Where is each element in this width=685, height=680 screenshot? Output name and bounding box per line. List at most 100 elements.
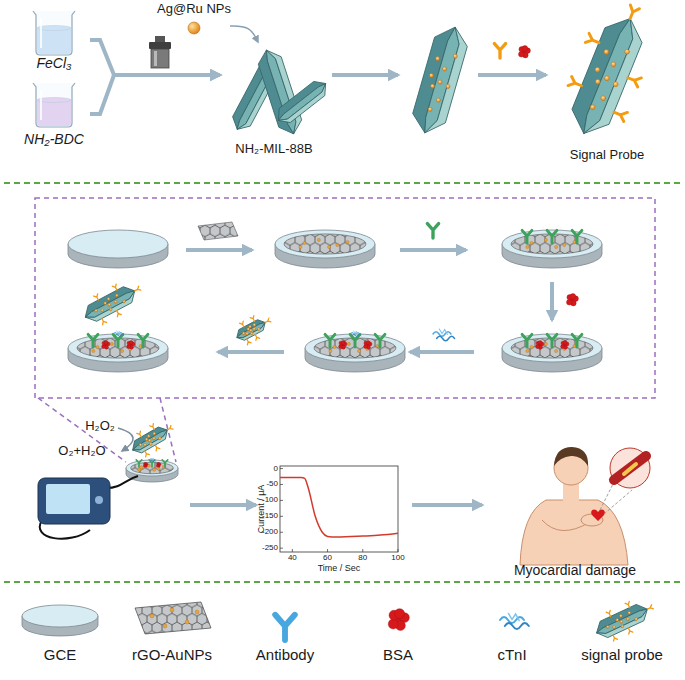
antibody-icon [162, 460, 168, 467]
workstation-button [95, 496, 103, 504]
axis-tick [280, 484, 283, 485]
mof-crystal [78, 275, 146, 330]
node-shape [18, 80, 90, 130]
tick-label: 0 [274, 464, 278, 473]
bsa-blob [538, 341, 542, 345]
electrode-surface [502, 230, 602, 258]
bsa-blob [519, 51, 525, 57]
nanoparticle [620, 625, 624, 629]
bsa-blob [341, 341, 345, 345]
reagent-beaker: NH₂-BDC [18, 80, 90, 148]
antibody-icon [153, 444, 159, 451]
mof-crystal [273, 76, 331, 127]
nanoparticle [248, 325, 252, 329]
beaker-glass [33, 11, 75, 55]
product-label: O₂+H₂O [58, 444, 105, 458]
gold-nanoparticle [526, 349, 529, 352]
autoclave-body [151, 49, 169, 68]
gold-nanoparticle [110, 342, 113, 345]
electrode-surface [68, 230, 168, 258]
antibody-icon [137, 431, 143, 438]
nanoparticle [115, 294, 119, 298]
electrode-surface [126, 460, 178, 476]
bsa-blob [129, 341, 133, 345]
tick-label: -200 [262, 528, 278, 537]
antibody-icon [325, 334, 335, 347]
nanoparticle [245, 332, 249, 336]
antibody-shape [137, 431, 143, 438]
bsa-icon [156, 462, 161, 467]
mof-crystal [408, 22, 471, 137]
antibody-shape [625, 601, 631, 608]
gold-nanoparticle [153, 468, 156, 471]
antibody-icon [568, 76, 583, 90]
node-shape [220, 42, 328, 140]
gold-nanoparticle [347, 342, 350, 345]
gold-nanoparticle [121, 349, 124, 352]
antibody-shape [626, 73, 641, 87]
antibody-icon [522, 230, 532, 243]
antibody-icon [427, 224, 438, 238]
legend-entry: cTnI [457, 596, 567, 663]
nanoparticle [100, 309, 104, 313]
legend-entry: rGO-AuNPs [117, 596, 227, 663]
tick-label: -250 [262, 544, 278, 553]
outcome-label: Myocardial damage [514, 563, 636, 578]
ctni-strand [151, 460, 156, 461]
gold-nanoparticle [544, 238, 547, 241]
nanoparticle [603, 49, 609, 55]
nanoparticle [610, 61, 616, 67]
beaker-highlight [40, 18, 42, 48]
ctni-strand [439, 329, 447, 334]
legend-entry: signal probe [567, 596, 677, 663]
nanoparticle [152, 432, 156, 436]
antibody-icon [522, 334, 532, 347]
antibody-shape [253, 334, 259, 341]
gold-nanoparticle [185, 620, 189, 624]
nanoparticle [604, 75, 610, 81]
process-arrow [190, 503, 256, 507]
antibody-shape [572, 230, 582, 243]
antibody-shape [149, 460, 155, 467]
crystal-face [84, 289, 136, 321]
antibody-shape [585, 33, 600, 47]
mof-crystal [126, 417, 178, 461]
antibody-icon [494, 44, 505, 58]
nanoparticle [624, 49, 630, 55]
antibody-shape [626, 5, 640, 20]
reactant-label: H₂O₂ [85, 419, 115, 433]
nanoparticle [619, 614, 623, 618]
gold-nanoparticle [328, 245, 331, 248]
tick-label: 60 [323, 554, 332, 563]
axis-tick [280, 532, 283, 533]
nanoparticle [252, 323, 256, 327]
antibody-icon [264, 318, 271, 324]
patient-hair [554, 447, 588, 466]
gold-nanoparticle [336, 243, 339, 246]
nanoparticle [158, 436, 162, 440]
antibody-icon [606, 610, 612, 617]
antibody-icon [113, 334, 123, 347]
antibody-icon [375, 334, 385, 347]
nanoparticle [619, 620, 623, 624]
callout-line [600, 482, 614, 510]
autoclave-knob [155, 36, 165, 42]
antibody-shape [250, 316, 256, 323]
antibody-icon [646, 605, 653, 611]
antibody-icon [112, 284, 119, 291]
antibody-icon [149, 460, 155, 467]
axis-tick [280, 516, 283, 517]
antibody-shape [136, 460, 142, 467]
antibody-icon [240, 321, 246, 328]
antibody-shape [350, 334, 360, 347]
antibody-icon [585, 33, 600, 47]
ctni-strand [150, 459, 155, 460]
nanoparticle [453, 54, 458, 59]
nanoparticle [627, 611, 631, 615]
antibody-shape [240, 321, 246, 328]
reagent-beaker: FeCl₃ [18, 8, 90, 72]
nanoparticle [436, 98, 441, 103]
nanoparticle [435, 56, 440, 61]
beaker-highlight [40, 90, 42, 120]
nanoparticle [149, 442, 153, 446]
